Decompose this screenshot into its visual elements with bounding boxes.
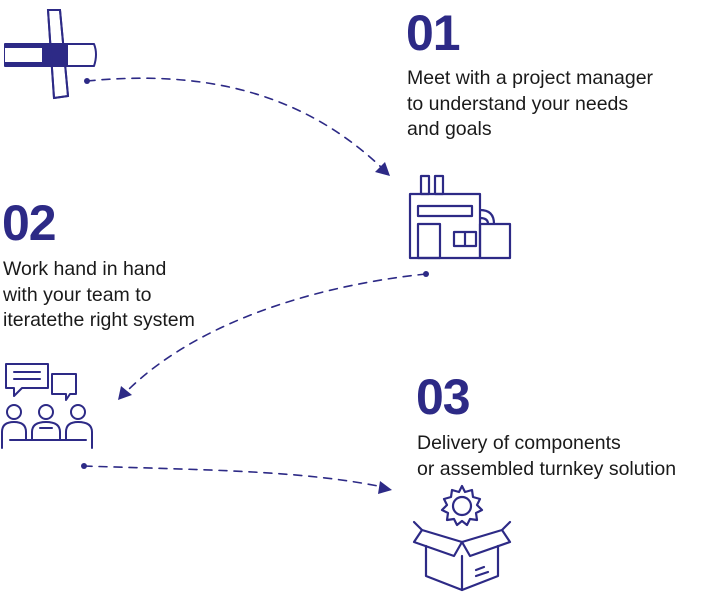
step-2-description: Work hand in hand with your team to iter… xyxy=(3,257,195,334)
arrow-3-to-4-path xyxy=(83,465,384,488)
team-discussion-icon xyxy=(1,363,93,449)
arrow-2-head xyxy=(118,386,132,400)
factory-icon xyxy=(408,174,512,260)
step-1-line-2: to understand your needs xyxy=(407,92,629,115)
step-1-number: 01 xyxy=(406,5,461,61)
arrow-3-head xyxy=(378,481,392,494)
arrow-3-start-dot xyxy=(81,463,87,469)
arrow-1-start-dot xyxy=(84,78,90,84)
step-1-line-1: Meet with a project manager xyxy=(407,67,654,89)
step-3-line-2: or assembled turnkey solution xyxy=(417,457,677,480)
arrow-1-to-2-path xyxy=(86,77,383,169)
arrow-2-to-3-path xyxy=(127,273,427,391)
step-1-description: Meet with a project manager to understan… xyxy=(407,66,653,143)
step-3-number: 03 xyxy=(416,369,471,425)
step-2-line-2: with your team to xyxy=(3,283,152,306)
step-1-line-3: and goals xyxy=(407,118,492,140)
step-2-number: 02 xyxy=(2,195,57,251)
arrow-1-head xyxy=(375,162,390,176)
step-3-line-1: Delivery of components xyxy=(417,432,621,454)
open-box-gear-icon xyxy=(412,484,512,592)
step-3-description: Delivery of components or assembled turn… xyxy=(417,431,676,482)
arrow-2-start-dot xyxy=(423,271,429,277)
step-2-line-1: Work hand in hand xyxy=(3,258,167,280)
airplane-icon xyxy=(4,9,97,100)
step-2-line-3: iteratethe right system xyxy=(3,309,195,331)
